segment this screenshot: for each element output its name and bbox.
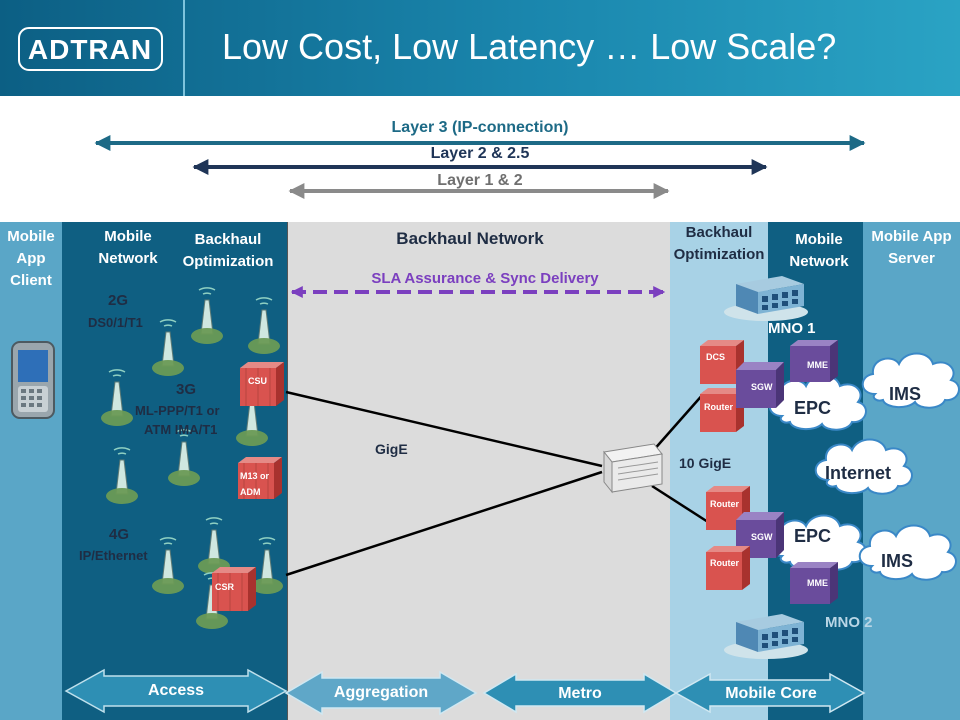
layer3-label: Layer 3 (IP-connection) <box>391 119 569 136</box>
backhaul-network-label: Backhaul Network <box>396 229 544 248</box>
mobile-app-server-label: Mobile App Server <box>871 228 952 267</box>
ims-label-2: IMS <box>881 551 914 571</box>
2g-sub-label: DS0/1/T1 <box>88 315 143 330</box>
layer2-label: Layer 2 & 2.5 <box>430 145 530 162</box>
csu-box <box>240 362 284 406</box>
router-label-3: Router <box>710 558 739 568</box>
mobile-core-label: Mobile Core <box>725 685 817 702</box>
4g-label: 4G <box>109 526 130 543</box>
smartphone-icon <box>11 341 55 419</box>
layer1-label: Layer 1 & 2 <box>437 172 523 189</box>
m13-adm-box <box>238 457 282 499</box>
3g-sub-label-1: ML-PPP/T1 or <box>135 403 220 418</box>
aggregation-switch-icon <box>603 443 663 494</box>
mno2-building-icon <box>724 614 808 659</box>
csu-label: CSU <box>248 376 268 386</box>
router-label-1: Router <box>704 402 733 412</box>
backhaul-opt-right-label: Backhaul Optimization <box>673 224 765 263</box>
adtran-logo: ADTRAN <box>18 27 163 71</box>
sgw-label-1: SGW <box>751 382 773 392</box>
2g-label: 2G <box>108 292 129 309</box>
ims-label-1: IMS <box>889 384 922 404</box>
aggregation-label: Aggregation <box>333 684 429 701</box>
page-title: Low Cost, Low Latency … Low Scale? <box>222 26 837 67</box>
access-arrow <box>64 668 288 714</box>
router-box-3 <box>706 546 750 590</box>
header-divider <box>183 0 185 96</box>
mno2-label: MNO 2 <box>825 614 873 631</box>
gige-label: GigE <box>375 441 408 457</box>
backhaul-opt-left-label: Backhaul Optimization <box>182 231 274 270</box>
mobile-network-left-label: Mobile Network <box>98 228 158 267</box>
epc-label-2: EPC <box>794 526 832 546</box>
m13-label-2: ADM <box>240 487 261 497</box>
mme-label-1: MME <box>807 360 828 370</box>
mno1-label: MNO 1 <box>768 320 816 337</box>
sgw-label-2: SGW <box>751 532 773 542</box>
csr-label: CSR <box>215 582 235 592</box>
mme-label-2: MME <box>807 578 828 588</box>
dcs-label: DCS <box>706 352 726 362</box>
4g-sub-label: IP/Ethernet <box>79 548 148 563</box>
mobile-network-right-label: Mobile Network <box>789 231 849 270</box>
epc-label-1: EPC <box>794 398 832 418</box>
svg-text:ADTRAN: ADTRAN <box>28 34 152 65</box>
metro-label: Metro <box>558 685 602 702</box>
layer-arrows <box>94 135 866 199</box>
sla-label: SLA Assurance & Sync Delivery <box>371 270 599 287</box>
mobile-app-client-label: Mobile App Client <box>7 228 55 289</box>
internet-label: Internet <box>825 463 892 483</box>
sgw-box-1 <box>736 362 784 408</box>
mno1-building-icon <box>724 276 808 321</box>
mobile-core-arrow <box>674 672 866 714</box>
m13-label-1: M13 or <box>240 471 270 481</box>
mobile-app-client-column <box>0 222 62 720</box>
csr-box <box>212 567 256 611</box>
header-bar <box>0 0 960 96</box>
mme-box-1 <box>790 340 838 382</box>
router-label-2: Router <box>710 499 739 509</box>
mme-box-2 <box>790 562 838 604</box>
ten-gige-label: 10 GigE <box>679 455 732 471</box>
segment-arrows <box>64 668 866 716</box>
aggregation-arrow <box>284 670 478 716</box>
3g-sub-label-2: ATM IMA/T1 <box>144 422 218 437</box>
3g-label: 3G <box>176 381 197 398</box>
access-label: Access <box>147 682 205 699</box>
